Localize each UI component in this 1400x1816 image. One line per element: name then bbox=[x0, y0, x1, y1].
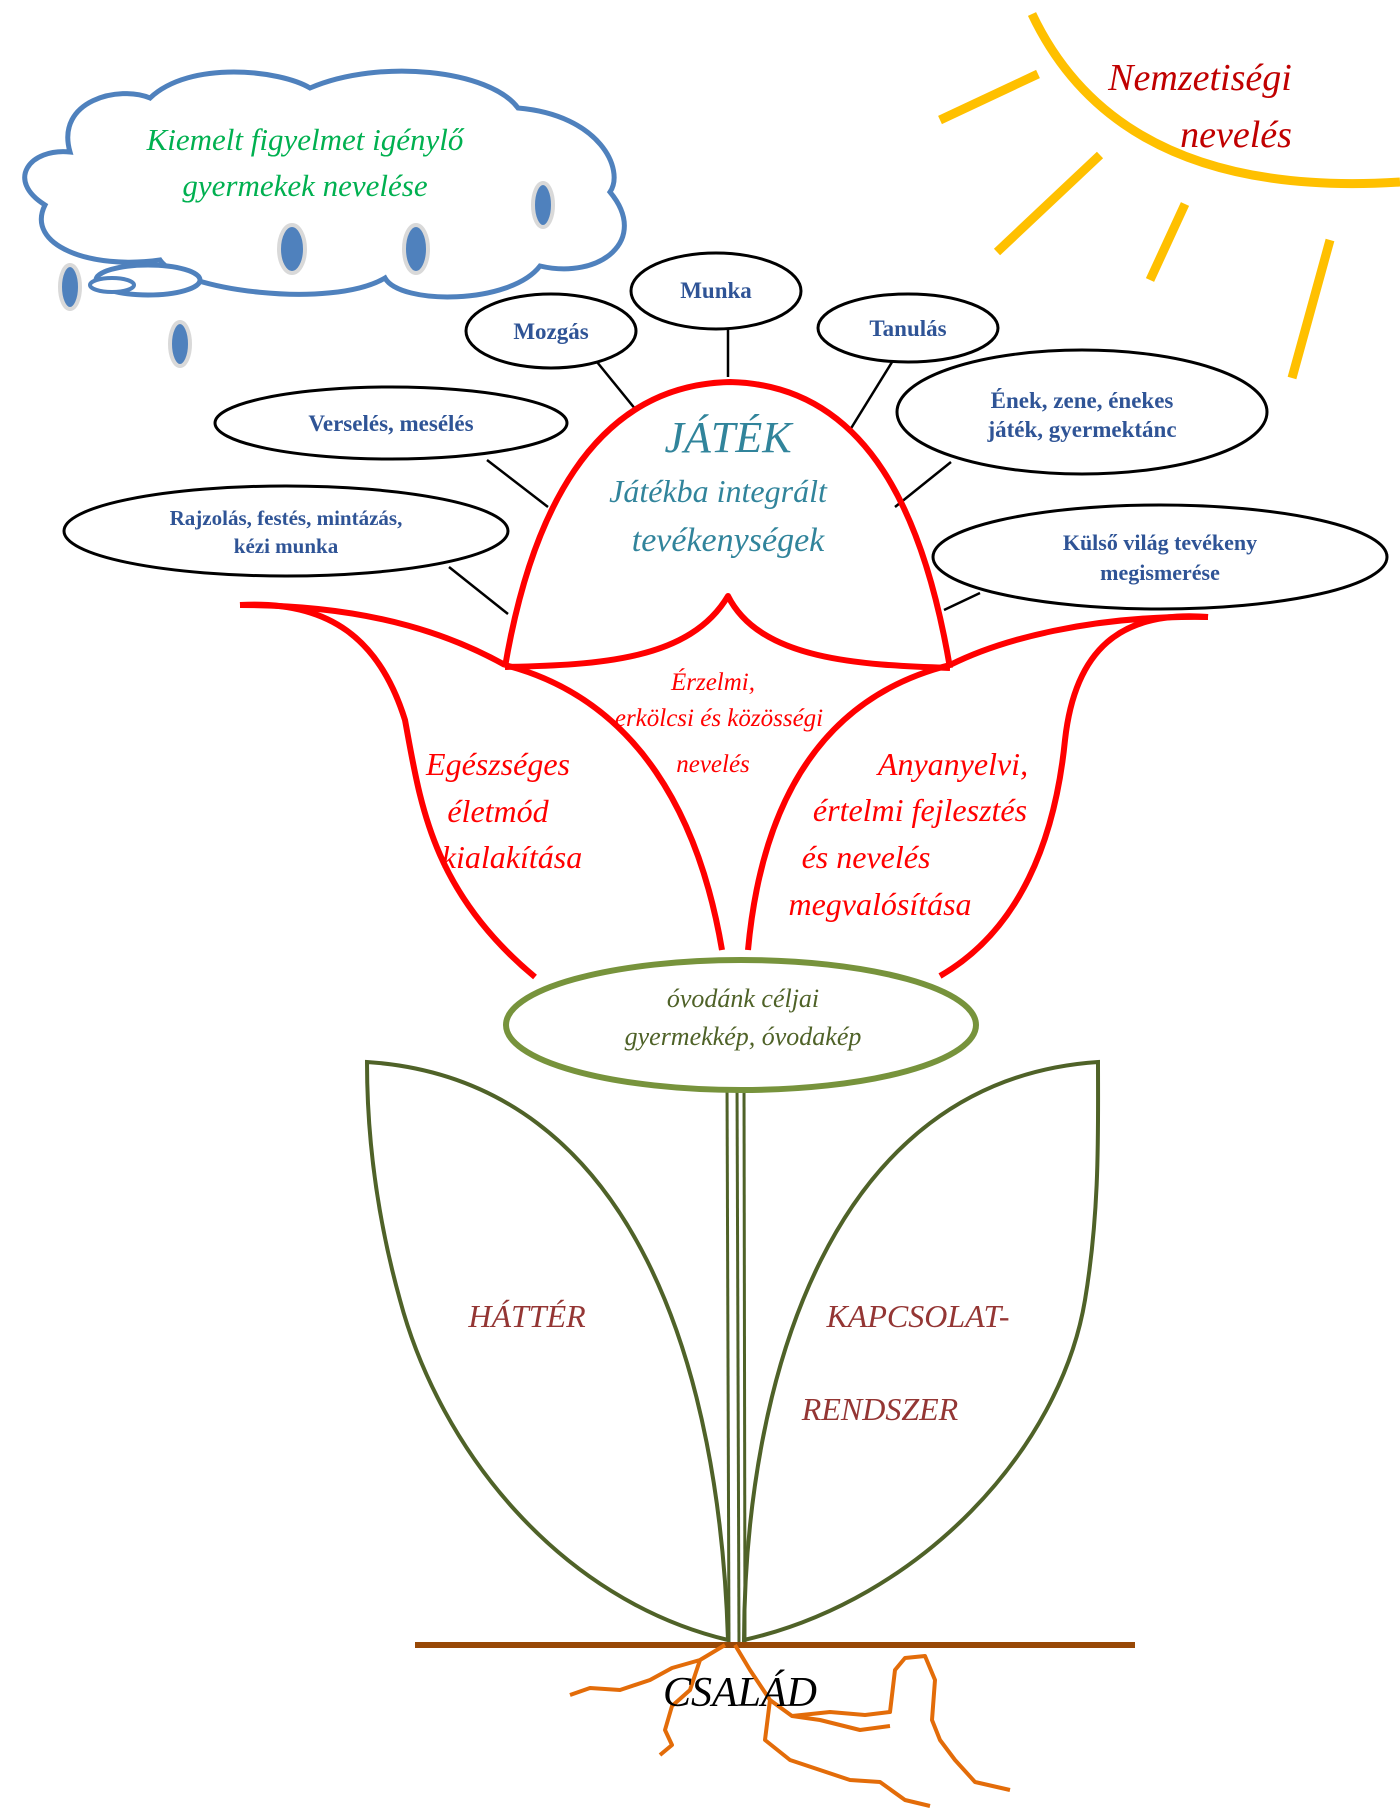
bubble-rajzolas bbox=[62, 484, 510, 578]
left-petal-line1: Egészséges bbox=[425, 746, 570, 782]
right-petal-line3: és nevelés bbox=[802, 839, 931, 875]
raindrop bbox=[58, 263, 82, 311]
stem-line bbox=[735, 1079, 741, 1646]
core-ellipse bbox=[503, 957, 979, 1093]
connector-rajzolas bbox=[448, 566, 509, 615]
sun bbox=[938, 12, 1400, 380]
right-petal-inner bbox=[745, 662, 951, 951]
right-petal-line1: Anyanyelvi, bbox=[876, 746, 1028, 782]
stem-line bbox=[725, 1079, 731, 1646]
label-kulso-line2: megismerése bbox=[1100, 560, 1220, 585]
connector-enek bbox=[894, 461, 952, 508]
bubble-verseles bbox=[213, 385, 569, 461]
roots bbox=[569, 1643, 1011, 1808]
cloud-label-line1: Kiemelt figyelmet igénylő bbox=[146, 122, 465, 157]
ground-label: CSALÁD bbox=[663, 1669, 817, 1716]
bubble-enek bbox=[895, 348, 1269, 476]
label-munka: Munka bbox=[680, 278, 752, 303]
right-petal bbox=[938, 613, 1209, 979]
middle-label-line2: erkölcsi és közösségi bbox=[615, 705, 823, 732]
root bbox=[791, 1654, 1011, 1792]
core-line2: gyermekkép, óvodakép bbox=[625, 1022, 862, 1051]
center-dome-base bbox=[504, 593, 951, 671]
left-leaf bbox=[364, 1059, 731, 1643]
bubble-mozgas bbox=[464, 292, 638, 370]
center-line2: tevékenységek bbox=[632, 522, 825, 559]
right-leaf-line1: KAPCSOLAT- bbox=[825, 1298, 1009, 1334]
right-leaf-line2: RENDSZER bbox=[801, 1391, 959, 1427]
right-leaf bbox=[741, 1059, 1101, 1643]
stem-line bbox=[742, 1079, 747, 1646]
raindrop bbox=[402, 223, 430, 275]
leaves bbox=[364, 1059, 1101, 1643]
sun-label-line2: nevelés bbox=[1180, 114, 1292, 156]
label-kulso-line1: Külső világ tevékeny bbox=[1063, 530, 1257, 555]
label-verseles: Verselés, mesélés bbox=[308, 411, 473, 436]
middle-label-line1: Érzelmi, bbox=[670, 668, 755, 696]
sun-ray bbox=[938, 69, 1040, 125]
flower-petals bbox=[239, 379, 1209, 980]
label-rajzolas-line2: kézi munka bbox=[234, 534, 339, 558]
sun-label-line1: Nemzetiségi bbox=[1107, 57, 1292, 99]
cloud bbox=[22, 68, 627, 368]
connector-verseles bbox=[486, 459, 549, 508]
core-line1: óvodánk céljai bbox=[667, 984, 819, 1013]
bubble-kulso bbox=[931, 503, 1389, 611]
center-line1: Játékba integrált bbox=[609, 473, 828, 509]
center-dome bbox=[502, 379, 953, 669]
label-enek-line2: játék, gyermektánc bbox=[986, 417, 1176, 442]
cloud-label-line2: gyermekek nevelése bbox=[182, 168, 427, 203]
connector-tanulas bbox=[848, 353, 899, 431]
label-tanulas: Tanulás bbox=[869, 316, 946, 341]
sun-ray bbox=[1287, 238, 1335, 380]
sun-arc bbox=[1027, 12, 1400, 189]
raindrops bbox=[58, 181, 555, 368]
raindrop bbox=[168, 320, 192, 368]
cloud-puff-tiny bbox=[88, 276, 136, 294]
center-title: JÁTÉK bbox=[664, 413, 794, 462]
cloud-outline bbox=[22, 68, 627, 300]
connector-kulso bbox=[943, 591, 981, 612]
raindrop bbox=[277, 223, 307, 275]
label-enek-line1: Ének, zene, énekes bbox=[991, 388, 1174, 413]
connectors bbox=[448, 326, 981, 615]
right-petal-line2: értelmi fejlesztés bbox=[813, 792, 1027, 828]
root bbox=[763, 1699, 931, 1808]
right-petal-top bbox=[948, 613, 1209, 668]
left-petal bbox=[239, 601, 537, 980]
middle-label-line3: nevelés bbox=[676, 751, 750, 778]
left-leaf-label: HÁTTÉR bbox=[467, 1298, 586, 1334]
stem bbox=[725, 1079, 747, 1646]
right-petal-line4: megvalósítása bbox=[788, 886, 971, 922]
left-petal-inner bbox=[504, 662, 725, 951]
activity-bubbles bbox=[62, 251, 1389, 611]
root bbox=[658, 1659, 702, 1757]
left-petal-line2: életmód bbox=[447, 793, 549, 829]
label-mozgas: Mozgás bbox=[513, 319, 588, 344]
sun-ray bbox=[1145, 202, 1190, 282]
raindrop bbox=[531, 181, 555, 229]
label-rajzolas-line1: Rajzolás, festés, mintázás, bbox=[170, 506, 403, 530]
connector-mozgas bbox=[596, 361, 637, 411]
left-petal-line3: kialakítása bbox=[442, 839, 582, 875]
sun-ray bbox=[993, 151, 1104, 256]
bubble-tanulas bbox=[816, 292, 1000, 364]
left-petal-top bbox=[239, 602, 507, 668]
bubble-munka bbox=[629, 251, 803, 331]
